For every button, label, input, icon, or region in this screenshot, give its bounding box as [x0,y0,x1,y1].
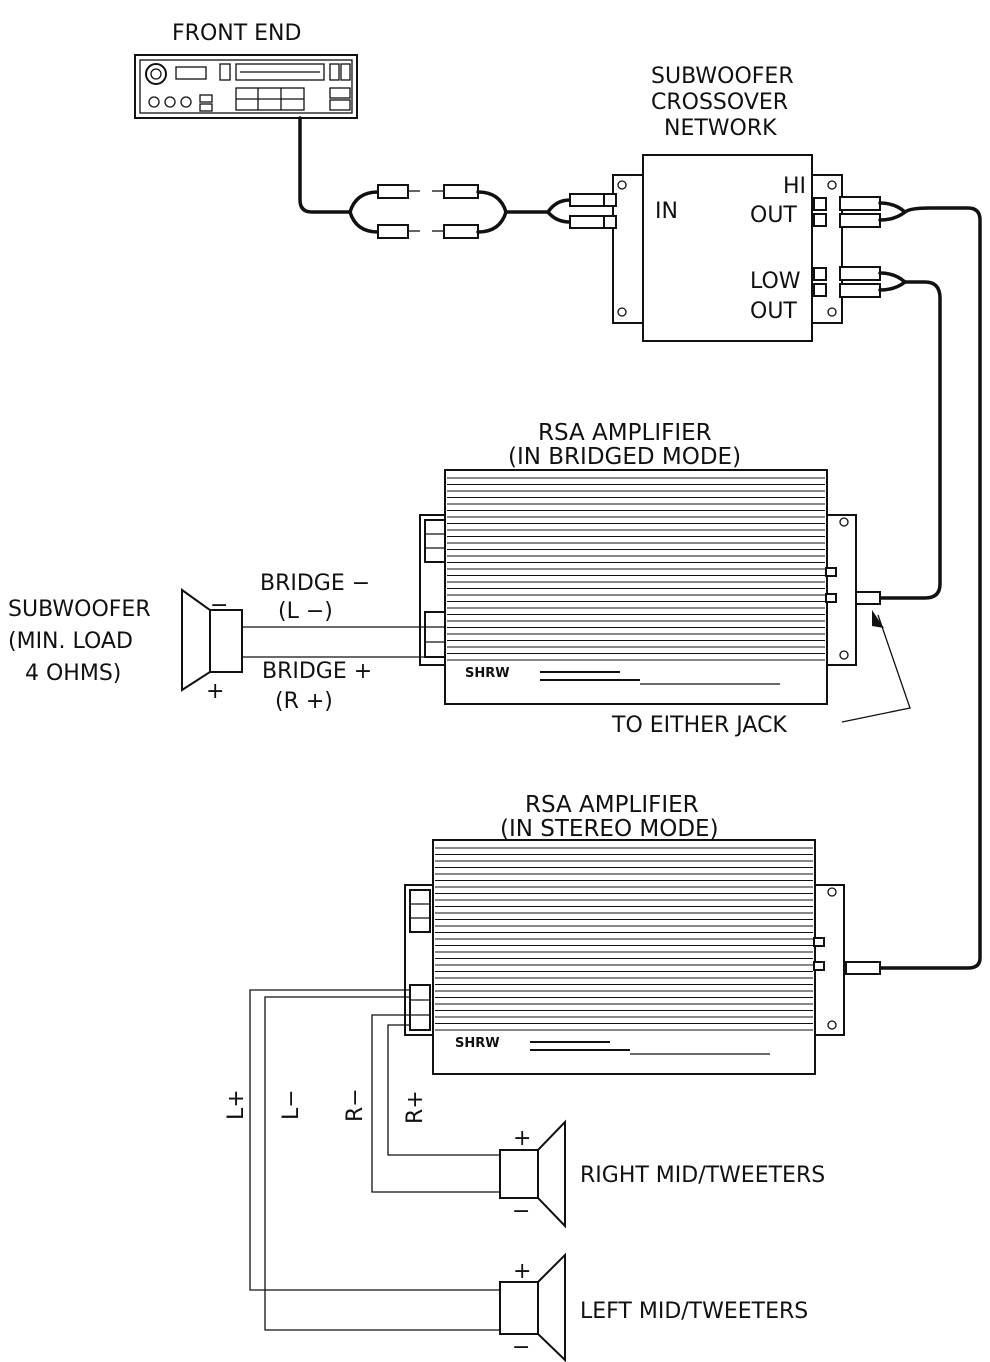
rca-cable-hi-out [839,196,982,975]
subwoofer-cone-icon [181,588,211,692]
bridge-wires: BRIDGE − (L −) BRIDGE + (R +) [242,571,425,714]
power-terminal [409,889,431,933]
crossover-title-3: NETWORK [664,116,777,141]
crossover-low-label: LOW [750,269,801,294]
bridged-amp-title-1: RSA AMPLIFIER [538,420,712,446]
speaker-terminal [424,611,446,658]
left-speaker-label: LEFT MID/TWEETERS [580,1299,808,1324]
crossover-low-out-label: OUT [750,299,797,324]
stereo-wires: L+ L− R− R+ [224,989,500,1331]
bridge-minus-label: BRIDGE − [260,571,370,596]
right-speaker-plus: + [513,1126,531,1151]
heatsink-fins [447,477,825,661]
crossover-hi-label: HI [783,174,806,199]
either-jack-note: TO EITHER JACK [611,610,911,738]
power-terminal [424,519,446,563]
speaker-cone-icon [537,1252,566,1362]
rca-cable-front-end [298,116,605,239]
subwoofer-crossover-network: SUBWOOFER CROSSOVER NETWORK IN HI OUT LO… [603,64,843,342]
bridged-amp-title-2: (IN BRIDGED MODE) [508,444,741,470]
subwoofer-label-1: SUBWOOFER [8,597,151,622]
left-mid-tweeter-speaker: + − LEFT MID/TWEETERS [499,1252,808,1362]
stereo-amp-title-1: RSA AMPLIFIER [525,792,699,818]
subwoofer-plus: + [206,679,224,704]
volume-knob-icon [145,63,167,85]
rca-cable-low-out [839,266,942,605]
front-end-label: FRONT END [172,21,301,46]
bridge-plus-sub-label: (R +) [275,689,333,714]
speaker-terminal [409,984,431,1031]
subwoofer-label-3: 4 OHMS) [25,661,121,686]
front-end-head-unit: FRONT END [134,21,358,119]
rca-plug-icon [377,184,479,239]
subwoofer-speaker: SUBWOOFER (MIN. LOAD 4 OHMS) − + [8,588,243,704]
subwoofer-minus: − [210,593,228,618]
stereo-amp-badge: SHRW [455,1036,500,1051]
stereo-amp-title-2: (IN STEREO MODE) [500,816,719,842]
heatsink-fins [435,847,813,1031]
rsa-amplifier-bridged: RSA AMPLIFIER (IN BRIDGED MODE) SHRW [419,420,857,705]
crossover-title-2: CROSSOVER [651,90,788,115]
tape-slot [235,63,325,81]
either-jack-label: TO EITHER JACK [611,713,787,738]
bridged-amp-badge: SHRW [465,666,510,681]
speaker-cone-icon [537,1119,566,1229]
l-plus-label: L+ [224,1089,249,1120]
r-minus-label: R− [343,1088,368,1122]
crossover-hi-out-label: OUT [750,203,797,228]
bridge-minus-sub-label: (L −) [278,599,333,624]
crossover-title-1: SUBWOOFER [651,64,794,89]
arrow-head-icon [872,610,884,628]
right-speaker-label: RIGHT MID/TWEETERS [580,1163,825,1188]
r-plus-label: R+ [403,1090,428,1124]
left-speaker-minus: − [512,1335,530,1360]
right-mid-tweeter-speaker: + − RIGHT MID/TWEETERS [499,1119,825,1229]
subwoofer-label-2: (MIN. LOAD [8,629,133,654]
crossover-in-label: IN [655,199,678,224]
l-minus-label: L− [279,1089,304,1120]
left-speaker-plus: + [513,1259,531,1284]
rsa-amplifier-stereo: RSA AMPLIFIER (IN STEREO MODE) SHRW [404,792,845,1075]
bridge-plus-label: BRIDGE + [262,659,372,684]
right-speaker-minus: − [512,1199,530,1224]
